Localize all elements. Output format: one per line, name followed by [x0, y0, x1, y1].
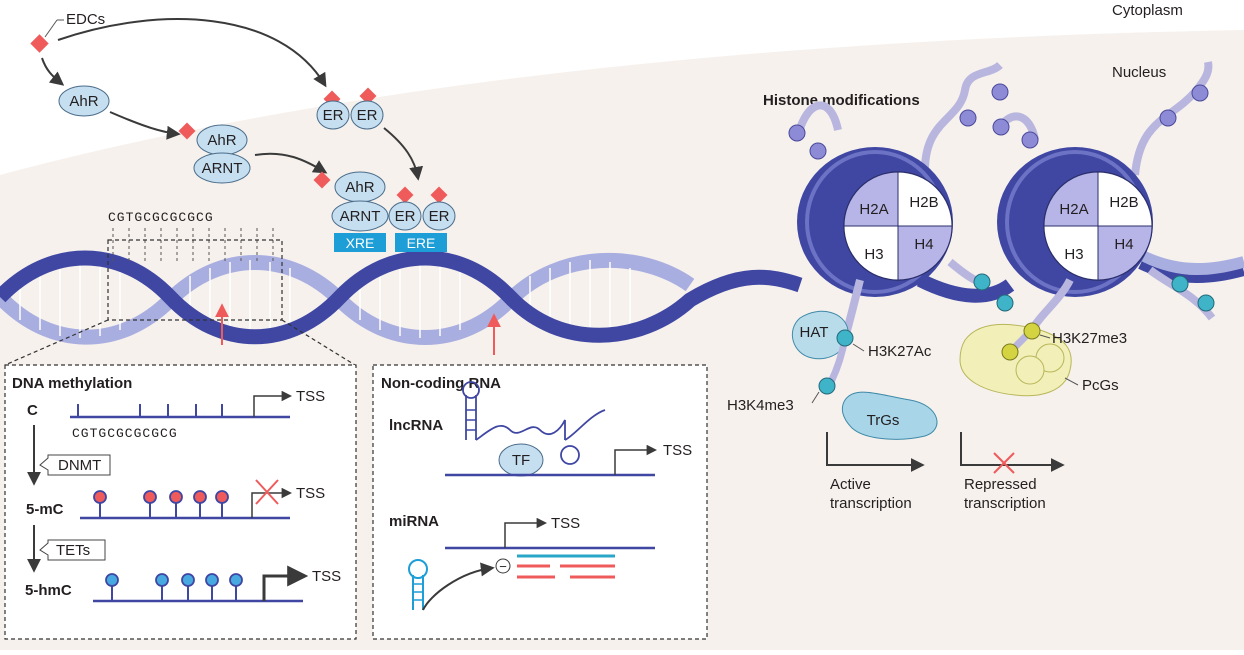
dna-methylation-panel: DNA methylation C 5-mC 5-hmC DNMT TETs T…	[4, 364, 357, 640]
active-mark-complex: HAT H3K27Ac H3K4me3 TrGs Active transcri…	[727, 310, 938, 512]
ncrna-box	[372, 364, 708, 640]
svg-text:5-hmC: 5-hmC	[25, 582, 72, 599]
svg-text:TF: TF	[512, 452, 530, 469]
svg-text:−: −	[499, 559, 507, 574]
nucleus-label: Nucleus	[1112, 64, 1166, 81]
svg-text:XRE: XRE	[346, 235, 375, 251]
svg-text:transcription: transcription	[830, 495, 912, 512]
svg-text:H4: H4	[1114, 236, 1133, 253]
svg-text:Active: Active	[830, 476, 871, 493]
svg-text:ER: ER	[429, 208, 450, 225]
svg-text:TSS: TSS	[296, 388, 325, 405]
repressed-transcription-arrow	[960, 432, 1065, 472]
edc-diamond	[30, 34, 49, 53]
arnt-dna-bound	[331, 200, 389, 232]
ncrna-title: Non-coding RNA	[381, 375, 501, 392]
svg-text:TSS: TSS	[312, 568, 341, 585]
svg-text:AhR: AhR	[345, 179, 374, 196]
svg-text:DNMT: DNMT	[58, 457, 101, 474]
svg-text:H2B: H2B	[909, 194, 938, 211]
dna-methylation-title: DNA methylation	[12, 375, 132, 392]
svg-text:H2A: H2A	[859, 201, 888, 218]
svg-text:C: C	[27, 402, 38, 419]
active-transcription-arrow	[826, 432, 925, 472]
svg-text:ER: ER	[323, 107, 344, 124]
svg-text:ARNT: ARNT	[202, 160, 243, 177]
svg-text:TSS: TSS	[551, 515, 580, 532]
cpg-region-box	[107, 239, 283, 321]
pcgs-complex	[959, 323, 1072, 397]
svg-text:PcGs: PcGs	[1082, 377, 1119, 394]
svg-text:ARNT: ARNT	[340, 208, 381, 225]
er-dna-bound-1	[388, 201, 422, 231]
nucleosome-right: H2A H2B H3 H4	[992, 61, 1216, 333]
dna-strand-dark	[0, 250, 803, 345]
edc-signaling: EDCs AhR AhR ARNT ER ER AhR ARNT XRE ER …	[30, 11, 456, 252]
svg-text:CGTGCGCGCGCG: CGTGCGCGCGCG	[72, 426, 178, 441]
svg-text:H3: H3	[864, 246, 883, 263]
svg-text:Repressed: Repressed	[964, 476, 1037, 493]
svg-text:H3K4me3: H3K4me3	[727, 397, 794, 414]
svg-text:transcription: transcription	[964, 495, 1046, 512]
svg-text:H3K27me3: H3K27me3	[1052, 330, 1127, 347]
svg-text:H3K27Ac: H3K27Ac	[868, 343, 932, 360]
dna-helix	[0, 249, 1244, 345]
svg-text:TSS: TSS	[663, 442, 692, 459]
svg-text:H2A: H2A	[1059, 201, 1088, 218]
histone-title: Histone modifications	[763, 92, 920, 109]
cytoplasm-label: Cytoplasm	[1112, 2, 1183, 19]
er-monomer-1	[316, 100, 350, 130]
svg-text:HAT: HAT	[800, 324, 829, 341]
svg-text:H3: H3	[1064, 246, 1083, 263]
edcs-label: EDCs	[66, 11, 105, 28]
svg-text:lncRNA: lncRNA	[389, 417, 443, 434]
ncrna-panel: Non-coding RNA lncRNA TF TSS miRNA TSS	[372, 364, 708, 640]
arnt-protein	[193, 152, 251, 184]
svg-text:TETs: TETs	[56, 542, 90, 559]
ahr-protein	[58, 85, 110, 117]
cpg-sequence-top: CGTGCGCGCGCG	[108, 210, 214, 225]
er-dna-bound-2	[422, 201, 456, 231]
svg-text:TSS: TSS	[296, 485, 325, 502]
svg-text:H2B: H2B	[1109, 194, 1138, 211]
repressive-mark-complex: H3K27me3 PcGs Repressed transcription	[959, 322, 1127, 512]
xre-element	[334, 233, 386, 252]
svg-text:5-mC: 5-mC	[26, 501, 64, 518]
svg-text:miRNA: miRNA	[389, 513, 439, 530]
svg-text:AhR: AhR	[69, 93, 98, 110]
er-monomer-2	[350, 100, 384, 130]
svg-text:ER: ER	[357, 107, 378, 124]
nucleosome-left: H2A H2B H3 H4	[788, 61, 1014, 340]
trgs-complex	[841, 391, 938, 440]
svg-text:ERE: ERE	[407, 235, 436, 251]
svg-text:ER: ER	[395, 208, 416, 225]
svg-text:TrGs: TrGs	[867, 412, 900, 429]
svg-text:H4: H4	[914, 236, 933, 253]
svg-text:AhR: AhR	[207, 132, 236, 149]
ere-element	[395, 233, 447, 252]
